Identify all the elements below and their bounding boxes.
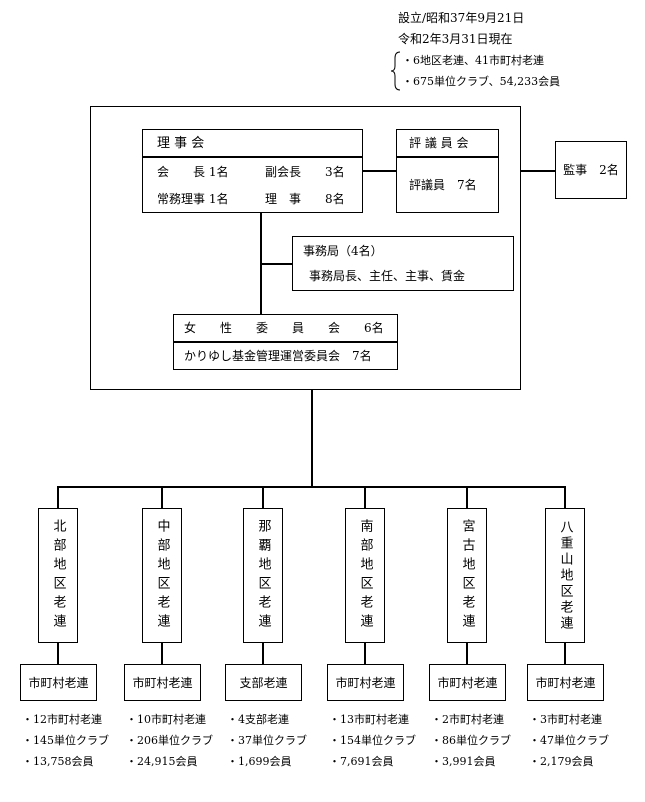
connector-district [466, 486, 468, 508]
brace-icon [390, 51, 401, 91]
district-box-yaeyama: 八重山地区老連 [545, 508, 585, 643]
board-chairman: 会 長 1名 [157, 165, 229, 179]
sub-assoc-label: 市町村老連 [28, 675, 89, 690]
connector-sub [364, 643, 366, 664]
connector-district [161, 486, 163, 508]
womens-committee: 女 性 委 員 会 6名 [184, 321, 384, 335]
committees-box: 女 性 委 員 会 6名 かりゆし基金管理運営委員会 7名 [173, 314, 398, 370]
district-box-miyako: 宮古地区老連 [447, 508, 487, 643]
connector-sub [564, 643, 566, 664]
stat-assocs: ・10市町村老連 [126, 713, 206, 726]
stat-members: ・24,915会員 [126, 755, 198, 768]
connector-district [262, 486, 264, 508]
board-of-directors: 理 事 会 会 長 1名 副会長 3名 常務理事 1名 理 事 8名 [142, 129, 363, 213]
summary-clubs: ・675単位クラブ、54,233会員 [402, 75, 561, 88]
as-of-date: 令和2年3月31日現在 [398, 32, 513, 46]
headquarters-frame [90, 106, 521, 390]
sub-assoc-box: 市町村老連 [124, 664, 201, 701]
stat-clubs: ・37単位クラブ [227, 734, 307, 747]
district-name: 那覇地区老連 [255, 518, 271, 633]
stat-clubs: ・145単位クラブ [22, 734, 109, 747]
committees-divider [174, 341, 397, 343]
fund-committee: かりゆし基金管理運営委員会 7名 [184, 349, 372, 363]
connector-district [57, 486, 59, 508]
auditor-label: 監事 2名 [563, 163, 619, 177]
district-name: 中部地区老連 [154, 518, 170, 633]
council-members: 評議員 7名 [409, 178, 477, 192]
district-box-central: 中部地区老連 [142, 508, 182, 643]
district-name: 南部地区老連 [357, 518, 373, 633]
stat-assocs: ・2市町村老連 [431, 713, 504, 726]
district-name: 八重山地区老連 [557, 519, 573, 632]
stat-assocs: ・12市町村老連 [22, 713, 102, 726]
connector-district [564, 486, 566, 508]
summary-districts: ・6地区老連、41市町村老連 [402, 54, 544, 67]
secretariat-staff: 事務局長、主任、主事、賃金 [309, 269, 466, 283]
connector-sub [57, 643, 59, 664]
stat-assocs: ・4支部老連 [227, 713, 289, 726]
stat-assocs: ・13市町村老連 [329, 713, 409, 726]
sub-assoc-box: 市町村老連 [429, 664, 506, 701]
district-box-south: 南部地区老連 [345, 508, 385, 643]
board-divider [143, 156, 362, 158]
auditor-box: 監事 2名 [555, 141, 627, 199]
district-box-north: 北部地区老連 [38, 508, 78, 643]
stat-clubs: ・154単位クラブ [329, 734, 416, 747]
established-date: 設立/昭和37年9月21日 [398, 11, 525, 25]
stat-clubs: ・206単位クラブ [126, 734, 213, 747]
connector-trunk [311, 390, 313, 487]
stat-members: ・13,758会員 [22, 755, 94, 768]
sub-assoc-label: 市町村老連 [437, 675, 498, 690]
board-title: 理 事 会 [157, 136, 205, 151]
board-directors: 理 事 8名 [265, 192, 345, 206]
sub-assoc-box: 支部老連 [225, 664, 302, 701]
district-box-naha: 那覇地区老連 [243, 508, 283, 643]
stat-clubs: ・47単位クラブ [529, 734, 609, 747]
connector-sub [262, 643, 264, 664]
connector-sub [466, 643, 468, 664]
district-name: 北部地区老連 [50, 518, 66, 633]
board-executive-director: 常務理事 1名 [157, 192, 229, 206]
sub-assoc-box: 市町村老連 [20, 664, 97, 701]
board-vice-chairman: 副会長 3名 [265, 165, 345, 179]
council-divider [397, 156, 498, 158]
sub-assoc-label: 市町村老連 [132, 675, 193, 690]
council-box: 評 議 員 会 評議員 7名 [396, 129, 499, 213]
sub-assoc-box: 市町村老連 [327, 664, 404, 701]
connector-auditor [521, 170, 555, 172]
stat-clubs: ・86単位クラブ [431, 734, 511, 747]
stat-members: ・3,991会員 [431, 755, 496, 768]
sub-assoc-label: 市町村老連 [535, 675, 596, 690]
connector-district-bus [57, 486, 565, 488]
stat-members: ・7,691会員 [329, 755, 394, 768]
district-name: 宮古地区老連 [459, 518, 475, 633]
connector-secretariat [260, 263, 292, 265]
stat-members: ・2,179会員 [529, 755, 594, 768]
council-title: 評 議 員 会 [409, 136, 469, 150]
secretariat-box: 事務局（4名） 事務局長、主任、主事、賃金 [292, 236, 514, 291]
stat-members: ・1,699会員 [227, 755, 292, 768]
connector-sub [161, 643, 163, 664]
secretariat-title: 事務局（4名） [303, 244, 383, 258]
sub-assoc-label: 市町村老連 [335, 675, 396, 690]
sub-assoc-label: 支部老連 [239, 675, 288, 690]
connector-district [364, 486, 366, 508]
stat-assocs: ・3市町村老連 [529, 713, 602, 726]
sub-assoc-box: 市町村老連 [527, 664, 604, 701]
connector-board-council [363, 170, 396, 172]
